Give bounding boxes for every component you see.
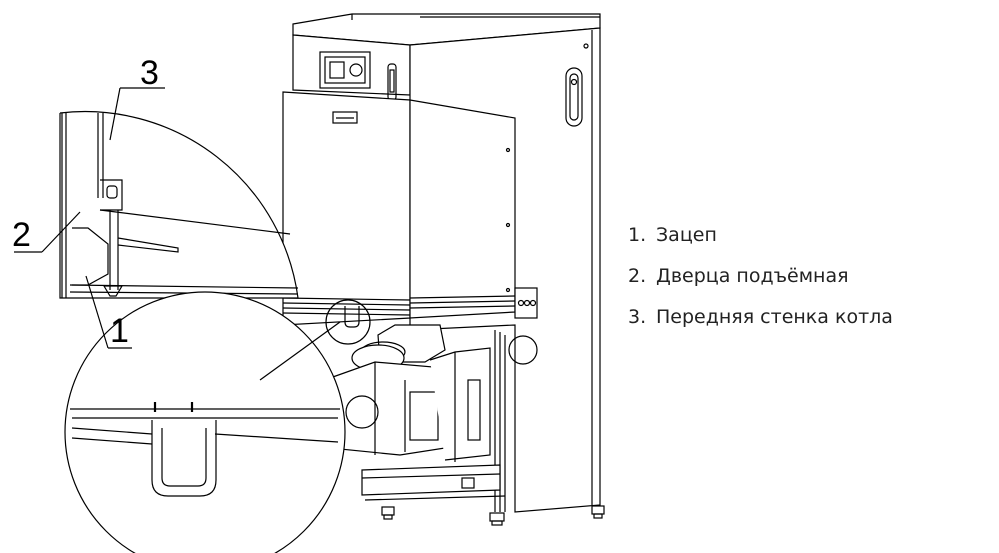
legend-text: Передняя стенка котла (656, 306, 893, 328)
side-handle (565, 67, 583, 127)
legend-item: 2. Дверца подъёмная (620, 263, 893, 289)
leader-lines (14, 87, 371, 381)
legend-text: Дверца подъёмная (656, 265, 849, 287)
legend-number: 2. (628, 265, 647, 287)
boiler-feet (381, 505, 605, 526)
legend-number: 1. (628, 224, 647, 246)
boiler-unit (282, 13, 605, 526)
parts-legend: 1. Зацеп 2. Дверца подъёмная 3. Передняя ст… (620, 222, 893, 345)
legend-number: 3. (628, 306, 647, 328)
legend-text: Зацеп (656, 224, 717, 246)
lower-detail-circle (64, 291, 346, 553)
lifting-door (282, 91, 516, 328)
upper-detail-view (59, 110, 299, 299)
legend-item: 3. Передняя стенка котла (620, 304, 893, 330)
callout-2: 2 (12, 216, 31, 254)
callout-3: 3 (140, 54, 159, 92)
legend-item: 1. Зацеп (620, 222, 893, 248)
burner-assembly (329, 324, 506, 501)
callout-1: 1 (110, 312, 129, 350)
control-display (319, 51, 371, 89)
